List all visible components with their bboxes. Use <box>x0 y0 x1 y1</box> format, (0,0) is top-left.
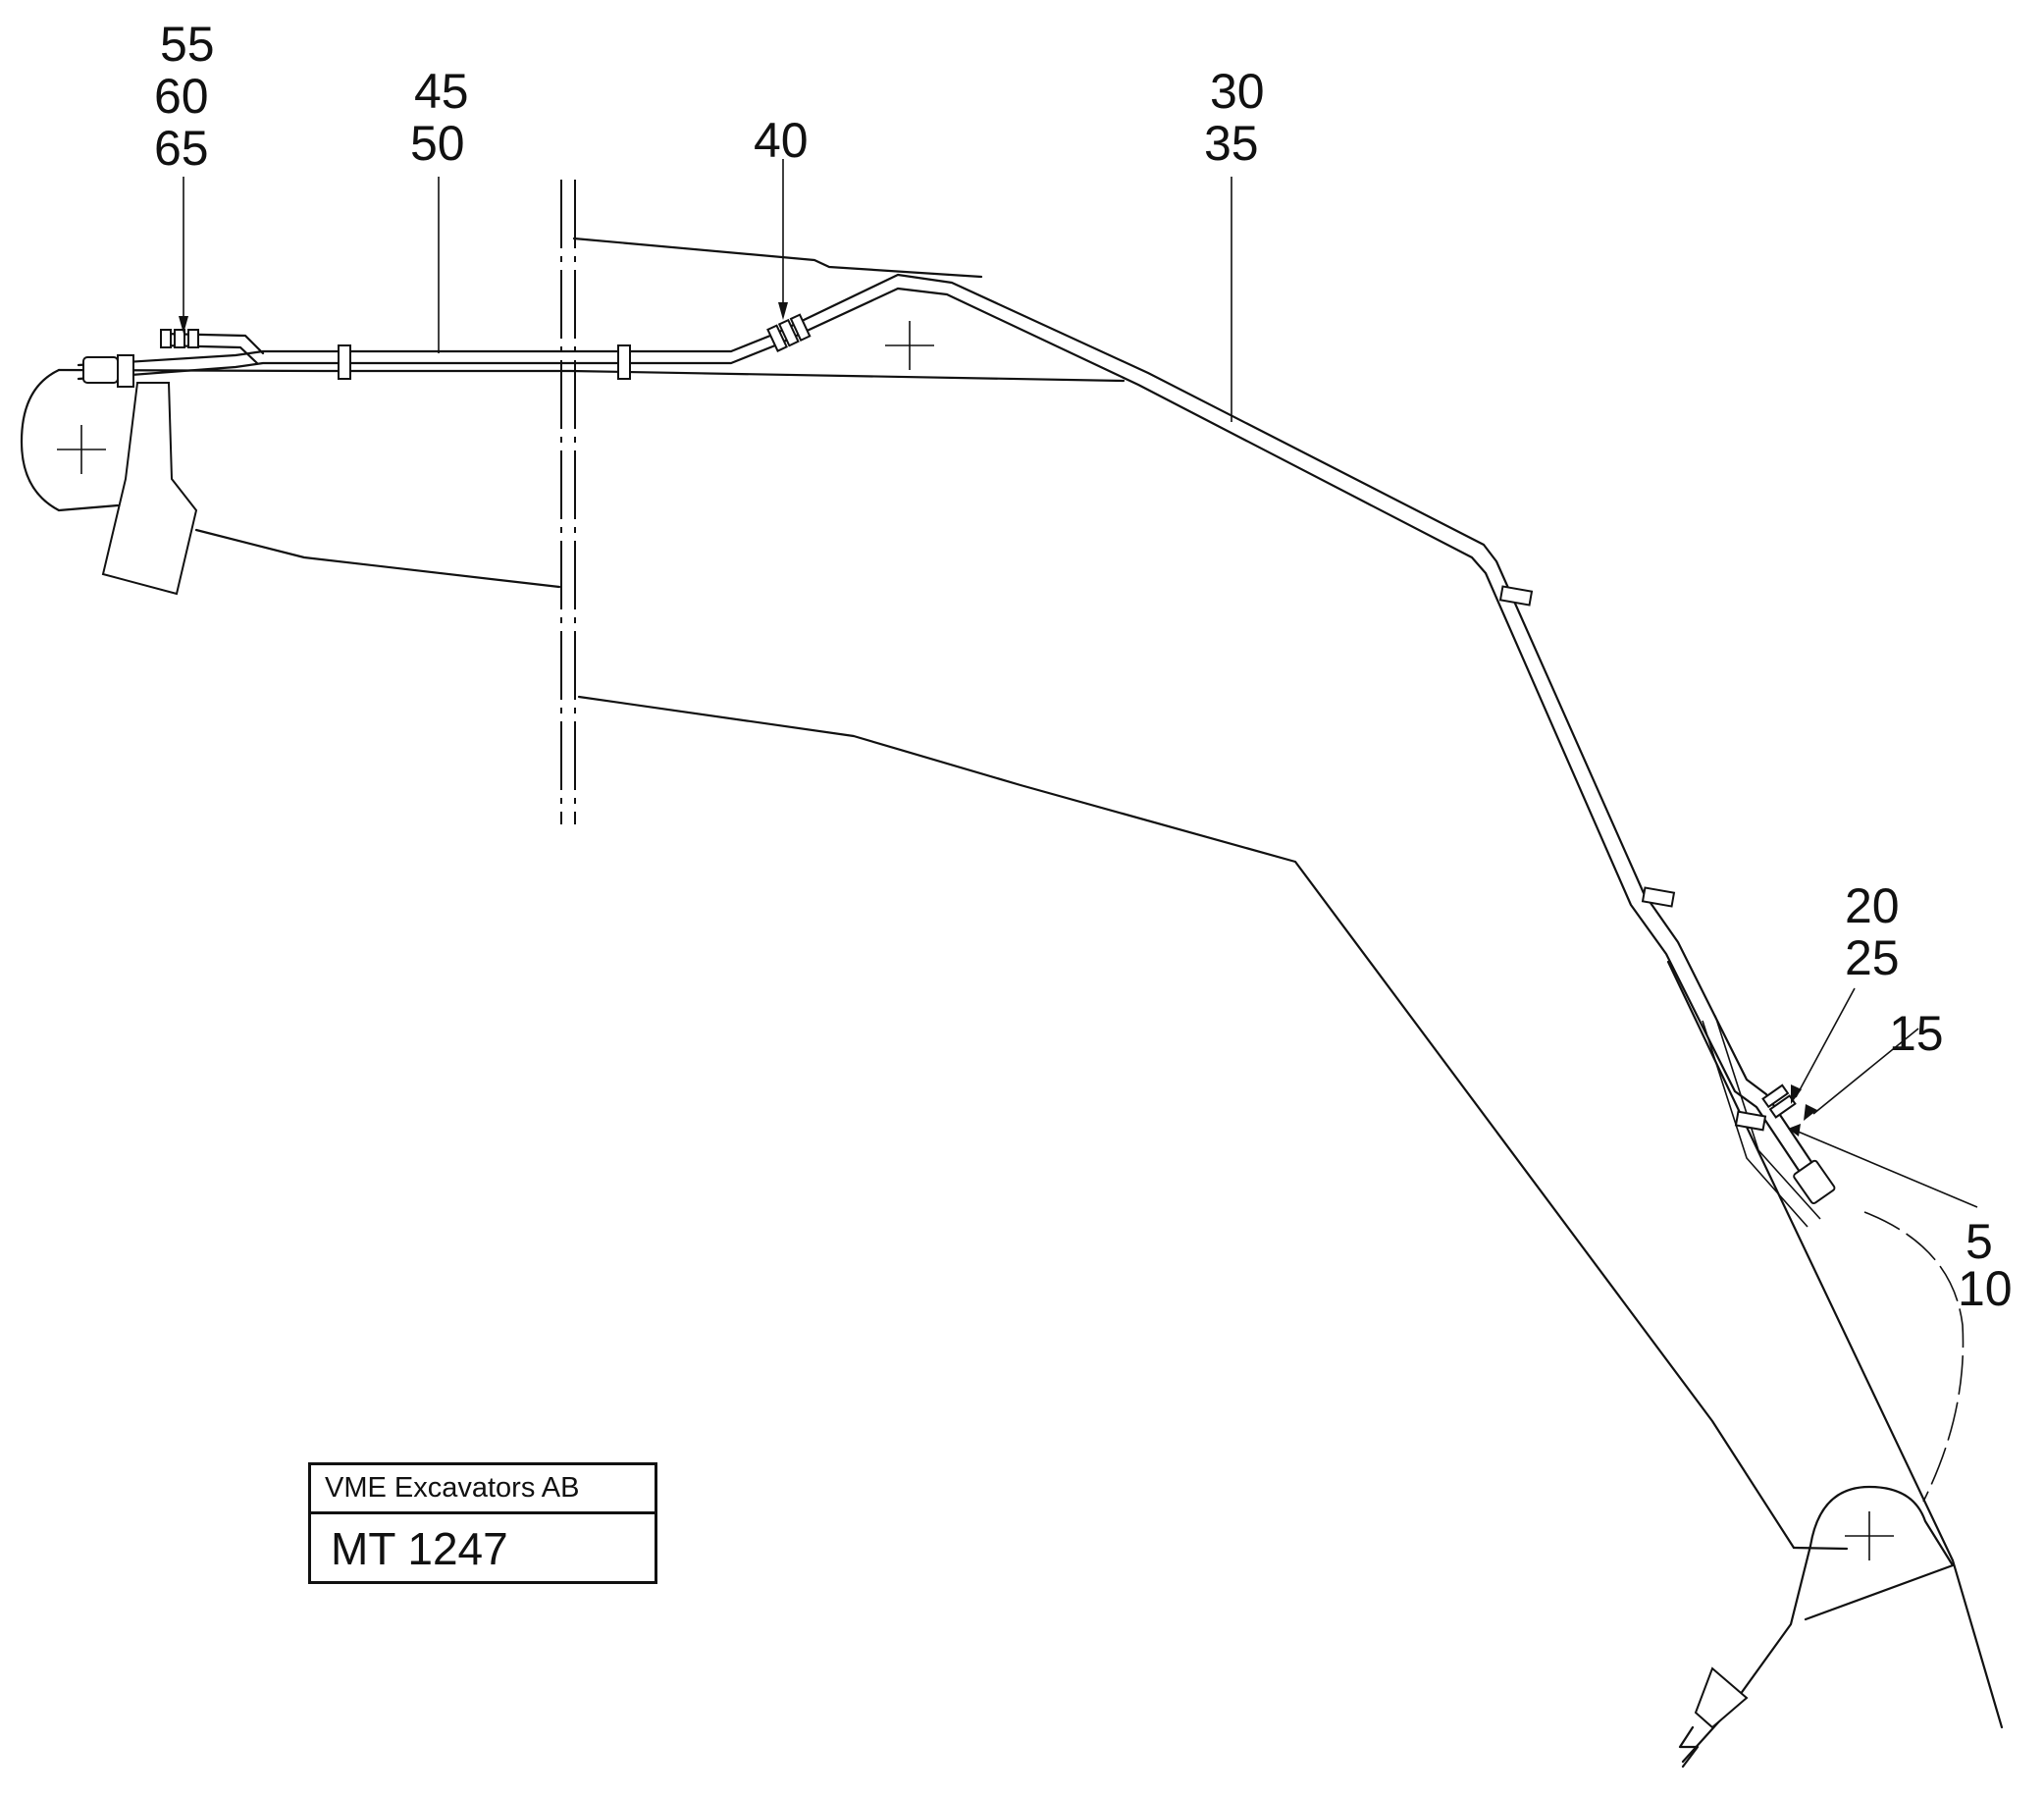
pivot-crosshairs <box>57 321 1894 1560</box>
callout-55: 55 <box>160 17 215 72</box>
title-drawing-code: MT 1247 <box>331 1523 508 1574</box>
boom-outline <box>20 237 2004 1729</box>
callout-20: 20 <box>1845 878 1900 933</box>
callout-30: 30 <box>1210 64 1265 119</box>
callout-labels: 55 60 65 45 50 40 30 35 20 25 15 5 10 <box>154 17 2013 1316</box>
pipe-clamps <box>338 344 1767 1132</box>
callout-15: 15 <box>1889 1006 1944 1061</box>
callout-50: 50 <box>410 116 465 171</box>
tip-hose-and-pivot <box>1678 1211 1965 1769</box>
title-company: VME Excavators AB <box>311 1465 655 1514</box>
callout-40: 40 <box>754 113 809 168</box>
callout-5: 5 <box>1965 1214 1993 1269</box>
callout-35: 35 <box>1204 116 1259 171</box>
pipe-fittings <box>82 313 1836 1205</box>
title-block: VME Excavators AB MT 1247 <box>308 1462 657 1584</box>
callout-65: 65 <box>154 121 209 176</box>
break-lines <box>560 180 576 824</box>
callout-25: 25 <box>1845 930 1900 985</box>
boom-cylinder <box>101 382 198 596</box>
callout-10: 10 <box>1958 1261 2013 1316</box>
callout-45: 45 <box>414 64 469 119</box>
pipe-run <box>77 273 1821 1228</box>
leader-lines <box>179 159 1978 1208</box>
callout-60: 60 <box>154 69 209 124</box>
